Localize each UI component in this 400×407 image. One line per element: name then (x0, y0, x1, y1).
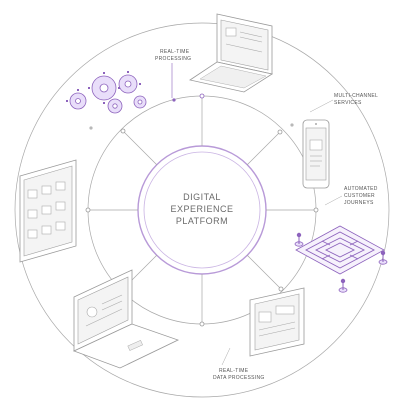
center-title-line3: PLATFORM (176, 216, 228, 226)
gears-icon (66, 71, 147, 114)
laptop-icon (188, 13, 274, 93)
maze-pins (294, 232, 388, 293)
label-multichannel: MULTI-CHANNEL SERVICES (309, 93, 378, 113)
label-realtime-data: REAL-TIME DATA PROCESSING (213, 347, 265, 381)
outer-ring (14, 22, 390, 398)
label-realtime-processing: REAL-TIME PROCESSING (155, 49, 191, 98)
svg-text:AUTOMATED: AUTOMATED (344, 186, 378, 192)
svg-text:CUSTOMER: CUSTOMER (344, 193, 375, 199)
center-title-line1: DIGITAL (183, 192, 221, 202)
svg-text:REAL-TIME: REAL-TIME (219, 368, 249, 374)
center-title-line2: EXPERIENCE (170, 204, 233, 214)
tablet-icon (249, 287, 305, 357)
svg-text:MULTI-CHANNEL: MULTI-CHANNEL (334, 93, 378, 99)
laptop-profile-icon (72, 269, 180, 369)
smartphone-icon (302, 119, 330, 189)
dashboard-panel-icon (19, 159, 77, 263)
center-ring-inner (143, 151, 261, 269)
label-automated: AUTOMATED CUSTOMER JOURNEYS (324, 186, 378, 206)
svg-text:REAL-TIME: REAL-TIME (160, 49, 190, 55)
svg-text:SERVICES: SERVICES (334, 100, 362, 106)
maze-icon (294, 225, 388, 293)
svg-text:DATA PROCESSING: DATA PROCESSING (213, 375, 265, 381)
svg-text:PROCESSING: PROCESSING (155, 56, 191, 62)
svg-text:JOURNEYS: JOURNEYS (344, 200, 374, 206)
